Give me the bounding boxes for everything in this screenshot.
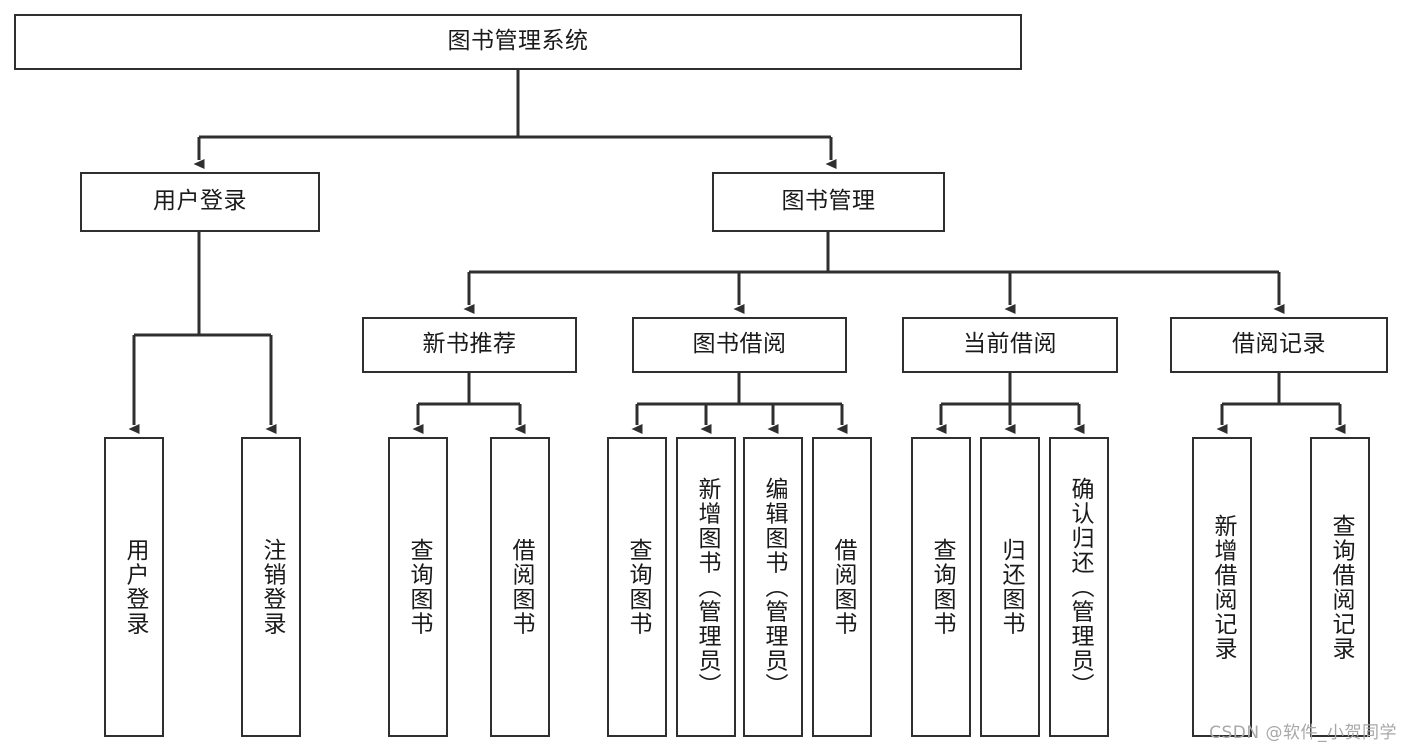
node-current-borrow[interactable]: 当前借阅 (902, 317, 1118, 373)
leaf-borrow-add-book-admin[interactable]: 新增图书（管理员） (676, 437, 736, 737)
leaf-record-query-record[interactable]: 查询借阅记录 (1310, 437, 1370, 737)
leaf-current-confirm-return-admin[interactable]: 确认归还（管理员） (1049, 437, 1109, 737)
node-label: 图书管理系统 (447, 28, 589, 55)
node-label: 用户登录 (153, 188, 247, 215)
node-label: 确认归还（管理员） (1066, 476, 1093, 698)
leaf-user-login-login[interactable]: 用户登录 (104, 437, 164, 737)
node-borrow-record[interactable]: 借阅记录 (1170, 317, 1388, 373)
leaf-recommend-query-book[interactable]: 查询图书 (388, 437, 448, 737)
node-label: 查询借阅记录 (1327, 513, 1354, 661)
node-label: 借阅图书 (507, 538, 534, 636)
node-book-management[interactable]: 图书管理 (712, 172, 945, 232)
leaf-recommend-borrow-book[interactable]: 借阅图书 (490, 437, 550, 737)
node-label: 新书推荐 (422, 331, 517, 358)
node-label: 新增借阅记录 (1209, 513, 1236, 661)
node-label: 图书管理 (781, 188, 876, 215)
leaf-record-add-record[interactable]: 新增借阅记录 (1192, 437, 1252, 737)
watermark-text: CSDN @软件_小贺同学 (1209, 723, 1397, 743)
leaf-borrow-edit-book-admin[interactable]: 编辑图书（管理员） (743, 437, 803, 737)
node-label: 查询图书 (624, 538, 651, 636)
node-label: 编辑图书（管理员） (760, 476, 787, 698)
leaf-user-login-logout[interactable]: 注销登录 (241, 437, 301, 737)
node-label: 图书借阅 (692, 331, 787, 358)
node-label: 借阅图书 (829, 538, 856, 636)
node-label: 注销登录 (258, 538, 285, 636)
node-label: 用户登录 (121, 538, 148, 636)
node-root-system[interactable]: 图书管理系统 (14, 14, 1022, 70)
node-label: 当前借阅 (963, 331, 1057, 358)
node-label: 新增图书（管理员） (693, 476, 720, 698)
node-label: 查询图书 (928, 538, 955, 636)
node-label: 查询图书 (405, 538, 432, 636)
node-user-login[interactable]: 用户登录 (80, 172, 320, 232)
leaf-borrow-query-book[interactable]: 查询图书 (607, 437, 667, 737)
leaf-current-query-book[interactable]: 查询图书 (911, 437, 971, 737)
leaf-current-return-book[interactable]: 归还图书 (980, 437, 1040, 737)
node-label: 归还图书 (997, 538, 1024, 636)
node-new-book-recommend[interactable]: 新书推荐 (362, 317, 577, 373)
node-label: 借阅记录 (1232, 331, 1326, 358)
node-book-borrow[interactable]: 图书借阅 (632, 317, 847, 373)
leaf-borrow-borrow-book[interactable]: 借阅图书 (812, 437, 872, 737)
